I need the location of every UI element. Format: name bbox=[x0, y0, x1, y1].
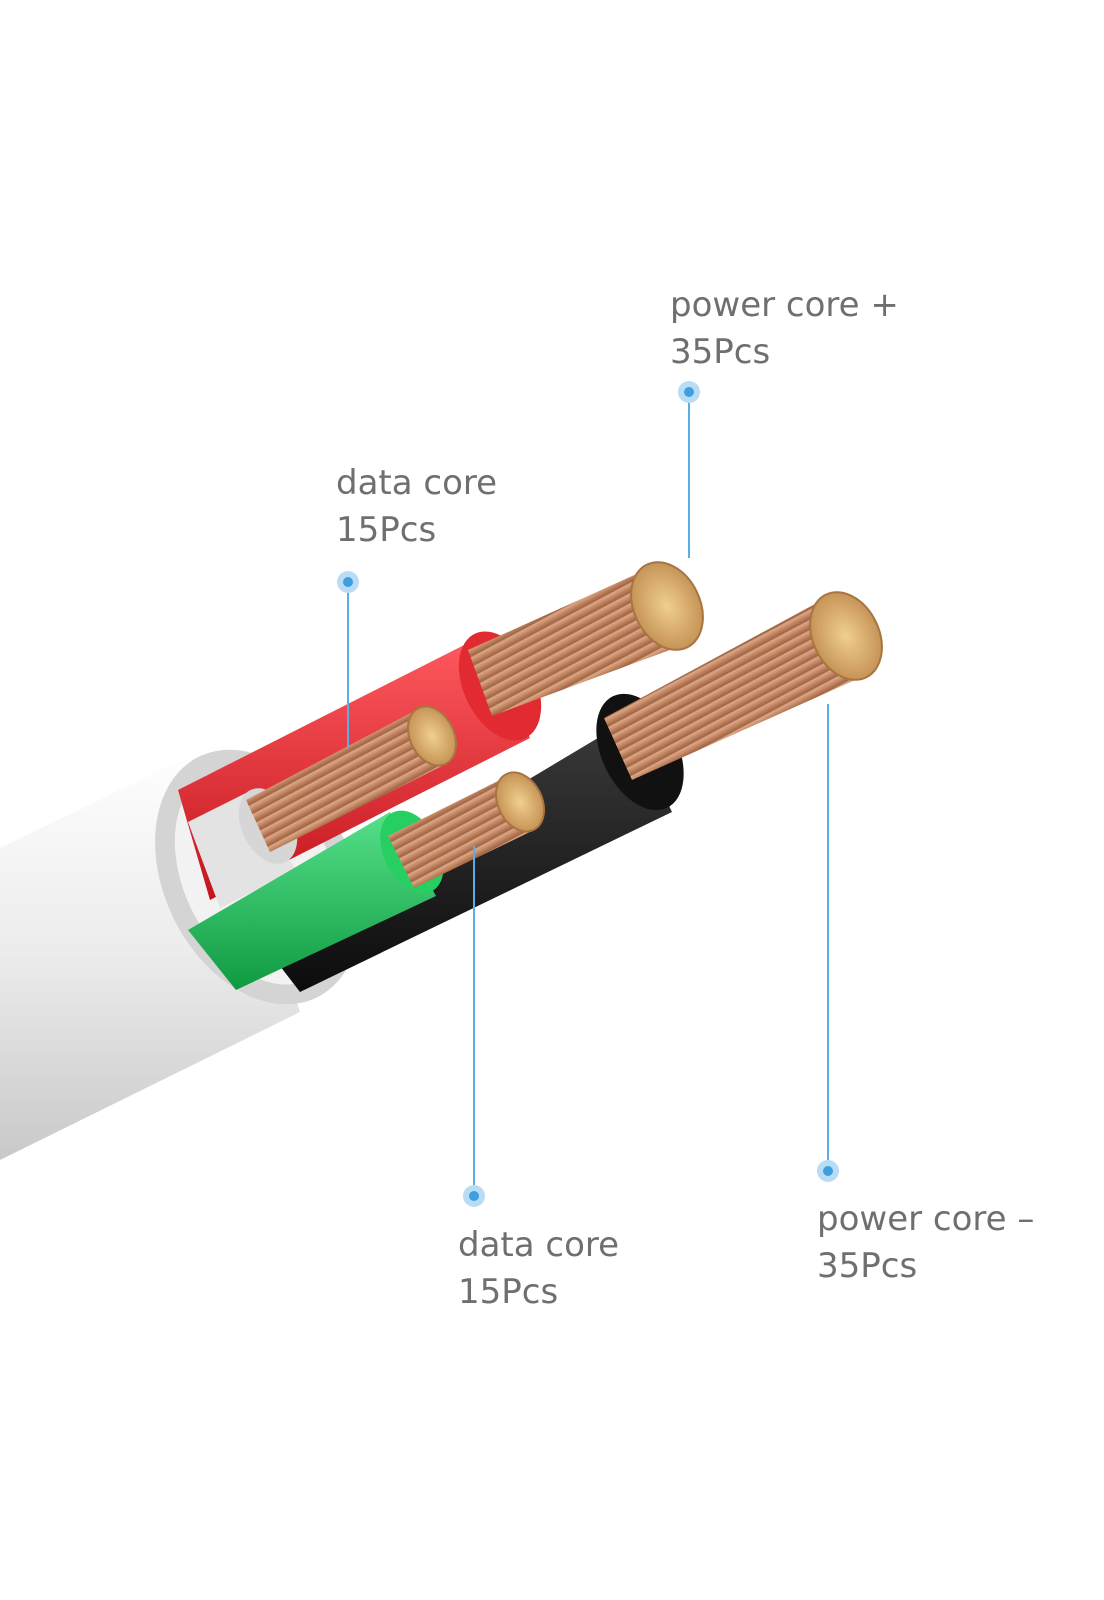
callout-label-power-core-plus: power core + 35Pcs bbox=[670, 282, 899, 376]
callout-count: 35Pcs bbox=[670, 332, 771, 372]
callout-label-data-core-bottom: data core 15Pcs bbox=[458, 1222, 619, 1316]
copper-conductor-data-top bbox=[246, 705, 457, 852]
callout-count: 35Pcs bbox=[817, 1246, 918, 1286]
callout-line-power-minus bbox=[817, 704, 839, 1182]
copper-conductor-power-minus bbox=[604, 591, 883, 780]
callout-name: data core bbox=[336, 463, 498, 503]
callout-label-power-core-minus: power core – 35Pcs bbox=[817, 1196, 1034, 1290]
callout-line-data-bottom bbox=[463, 846, 485, 1207]
copper-conductor-data-bottom bbox=[388, 771, 545, 888]
callout-count: 15Pcs bbox=[336, 510, 437, 550]
callout-label-data-core-top: data core 15Pcs bbox=[336, 460, 497, 554]
callout-name: power core + bbox=[670, 285, 899, 325]
callout-line-power-plus bbox=[678, 381, 700, 558]
copper-conductor-power-plus bbox=[468, 561, 704, 716]
callout-name: power core – bbox=[817, 1199, 1035, 1239]
callout-line-data-top bbox=[337, 571, 359, 748]
callout-name: data core bbox=[458, 1225, 620, 1265]
callout-count: 15Pcs bbox=[458, 1272, 559, 1312]
